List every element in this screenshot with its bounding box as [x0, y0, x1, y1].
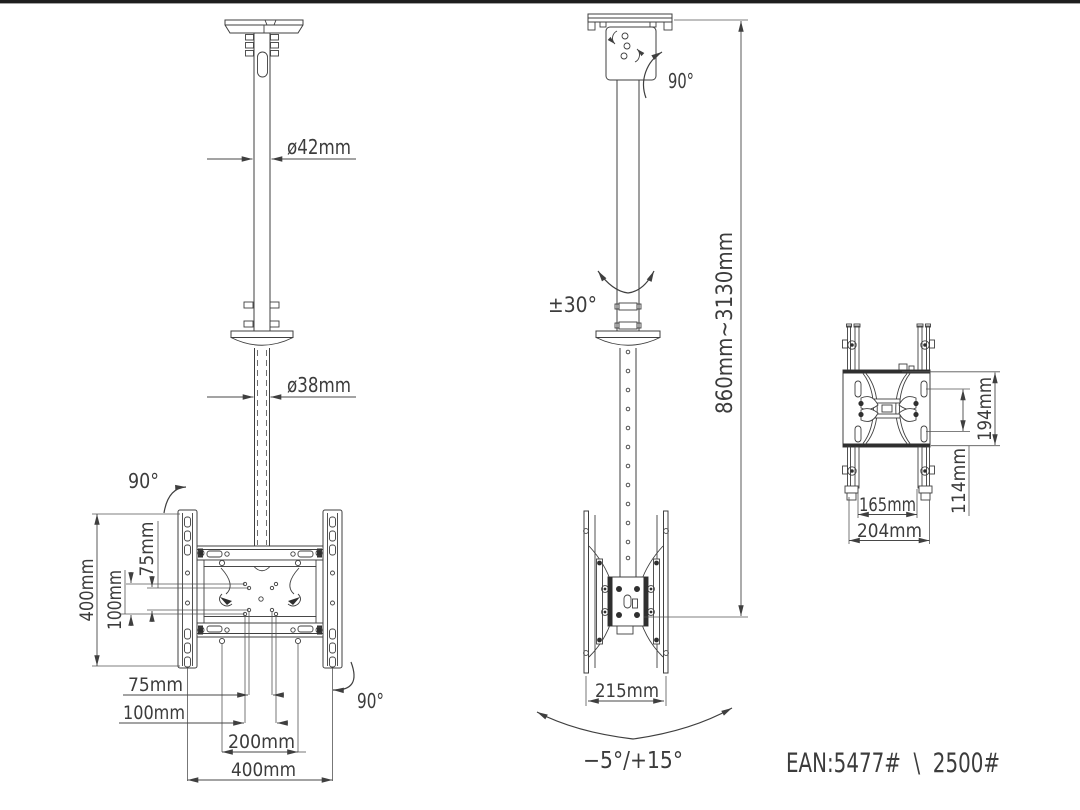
front-ceiling-bolts	[245, 34, 279, 57]
ean-text: EAN:5477# \ 2500#	[786, 748, 1000, 779]
dim-label-dia38: ø38mm	[287, 373, 351, 397]
side-swivel-box	[605, 26, 657, 81]
front-vesa-plate	[203, 566, 317, 617]
swivel-arrow-top	[163, 484, 187, 514]
rotate-90-arrow	[642, 51, 663, 99]
dim-label-114: 114mm	[948, 448, 970, 514]
front-upper-pole	[253, 33, 271, 331]
tilt30-arrow-left	[597, 270, 629, 294]
tilt30-arrow-right	[627, 270, 655, 294]
dim-label-swivel-bottom: 90°	[357, 689, 384, 713]
front-view: ø42mm ø38mm 90° 400mm 75mm 100mm	[76, 19, 384, 783]
dim-label-swivel-top: 90°	[128, 469, 159, 493]
dim-label-vesa-v75: 75mm	[136, 522, 158, 577]
swivel-arrow-bottom	[332, 661, 355, 694]
front-ceiling-plate	[224, 19, 304, 57]
front-lower-bar	[196, 622, 324, 645]
top-clamps-upper	[842, 323, 935, 372]
front-right-rail	[322, 509, 343, 669]
top-plate	[842, 363, 931, 448]
front-upper-bar	[196, 545, 324, 561]
dim-label-165: 165mm	[859, 494, 916, 516]
front-lower-strip	[203, 616, 317, 624]
pole-slot	[257, 51, 268, 78]
side-upper-pole	[614, 80, 642, 331]
dim-label-vesa-h75: 75mm	[128, 674, 183, 696]
page-top-border	[0, 0, 1080, 4]
dim-label-vesa-v100: 100mm	[104, 570, 126, 630]
side-hinge	[607, 576, 649, 635]
front-bracket	[177, 509, 343, 669]
dim-label-tilt-range: −5°/+15°	[583, 748, 683, 774]
top-clamps-lower	[842, 446, 935, 501]
side-bracket	[583, 510, 669, 674]
dim-label-depth215: 215mm	[595, 680, 659, 702]
dim-label-width400: 400mm	[231, 759, 296, 781]
side-lower-pole	[619, 348, 637, 600]
side-view: 90° ±30°	[536, 13, 748, 774]
dim-label-dia42: ø42mm	[287, 135, 351, 159]
dim-label-holes200: 200mm	[228, 731, 295, 753]
tilt-range-arrow-right	[632, 707, 733, 740]
side-dimensions: 215mm −5°/+15° 860mm~3130mm	[536, 19, 748, 774]
side-collar	[595, 330, 661, 346]
front-collar	[230, 301, 294, 346]
dim-label-height400: 400mm	[76, 559, 98, 622]
dim-label-204: 204mm	[857, 520, 922, 542]
front-lower-pole	[254, 348, 270, 548]
top-view: 194mm 114mm 165mm 204mm	[842, 323, 1000, 544]
top-clamp-jaws	[858, 396, 919, 422]
dim-label-rotation30: ±30°	[548, 293, 597, 317]
front-dimensions: ø42mm ø38mm 90° 400mm 75mm 100mm	[76, 135, 384, 783]
dim-label-side-swivel: 90°	[668, 69, 694, 93]
dim-label-194: 194mm	[974, 377, 996, 441]
side-ceiling-plate	[587, 13, 673, 31]
dim-label-vesa-h100: 100mm	[123, 702, 185, 724]
tilt-range-arrow-left	[536, 711, 634, 740]
front-left-rail	[177, 509, 198, 669]
dim-label-height-range: 860mm~3130mm	[713, 232, 738, 414]
top-dimensions: 194mm 114mm 165mm 204mm	[848, 371, 1000, 544]
